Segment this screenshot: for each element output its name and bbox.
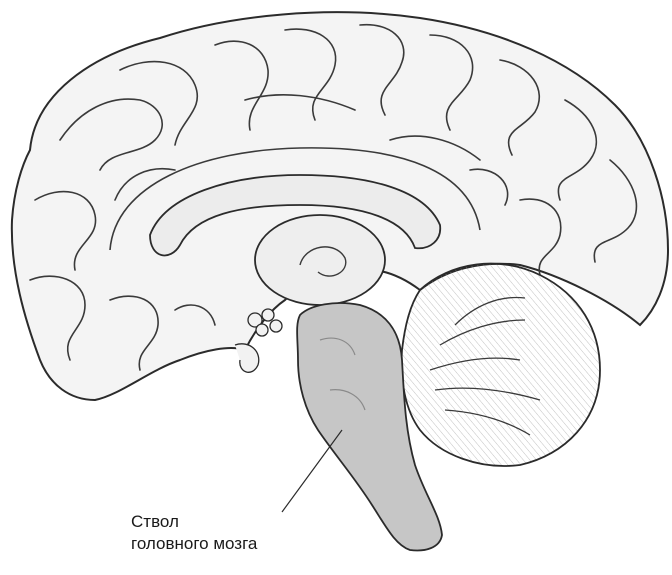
brainstem-label: Ствол головного мозга (131, 511, 257, 555)
pituitary-region (234, 308, 283, 373)
corpus-callosum (149, 174, 442, 257)
cerebellum (400, 262, 601, 467)
gyri-contours (29, 23, 638, 371)
thalamus (254, 214, 386, 306)
brainstem-label-line1: Ствол (131, 512, 179, 531)
arbor-vitae (429, 296, 541, 436)
brainstem (296, 302, 443, 552)
cingulate-gyrus (109, 147, 481, 251)
brainstem-leader-line (281, 429, 343, 513)
brainstem-label-line2: головного мозга (131, 534, 258, 553)
